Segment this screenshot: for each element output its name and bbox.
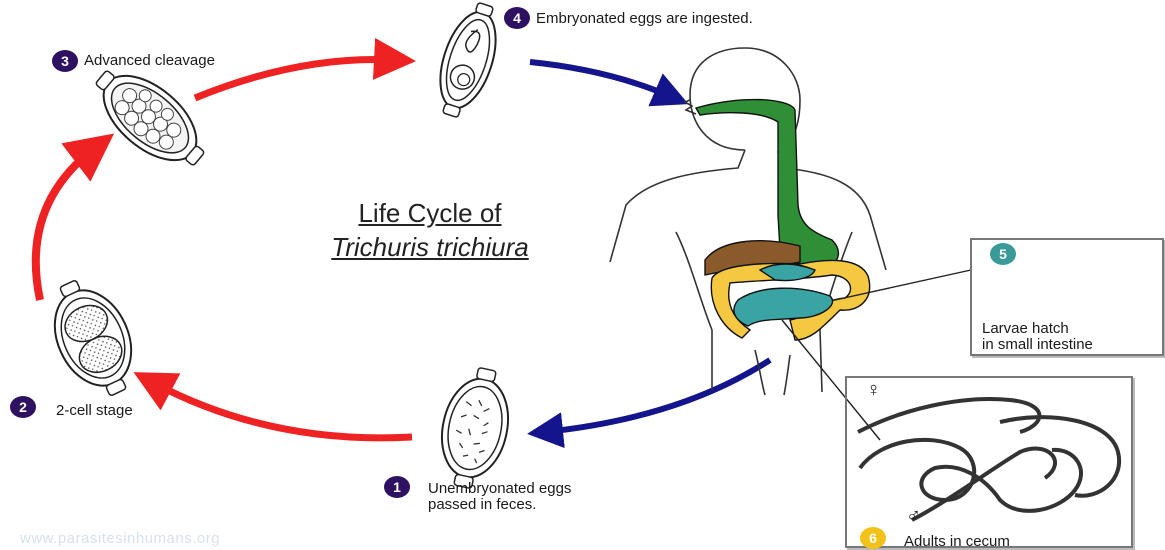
stage-1-label-line-1: Unembryonated eggs [428,480,571,497]
arrow-2-to-3 [36,148,95,300]
stage-5-label-line-1: Larvae hatch [982,320,1069,337]
stage-5-badge: 5 [990,243,1016,265]
stage-6-badge: 6 [860,527,886,549]
stage-4-label: Embryonated eggs are ingested. [536,10,753,27]
stage-6-label: Adults in cecum [904,533,1010,550]
egg-unembryonated-icon [431,363,519,494]
stage-2-label: 2-cell stage [56,402,133,419]
stage-3-badge: 3 [52,50,78,72]
stage-1-badge: 1 [384,476,410,498]
stage-1-label-line-2: passed in feces. [428,496,536,513]
egg-2-cell-icon [36,269,150,407]
female-symbol: ♀ [866,382,881,399]
diagram-title: Life Cycle of Trichuris trichiura [250,196,610,264]
stage-5-label-line-2: in small intestine [982,336,1093,353]
arrow-1-to-2 [152,382,412,438]
arrow-4-to-body [530,62,672,97]
arrow-body-to-1 [545,360,770,432]
arrow-3-to-4 [195,59,395,98]
title-line-2: Trichuris trichiura [250,230,610,264]
title-line-1: Life Cycle of [250,196,610,230]
egg-embryonated-icon [427,0,508,123]
egg-advanced-cleavage-icon [82,54,219,182]
stage-2-badge: 2 [10,396,36,418]
stage-6-box [845,376,1133,548]
stage-4-badge: 4 [504,7,530,29]
stage-3-label: Advanced cleavage [84,52,215,69]
male-symbol: ♂ [906,508,921,525]
digestive-system [696,100,870,340]
website-watermark: www.parasitesinhumans.org [20,530,220,547]
